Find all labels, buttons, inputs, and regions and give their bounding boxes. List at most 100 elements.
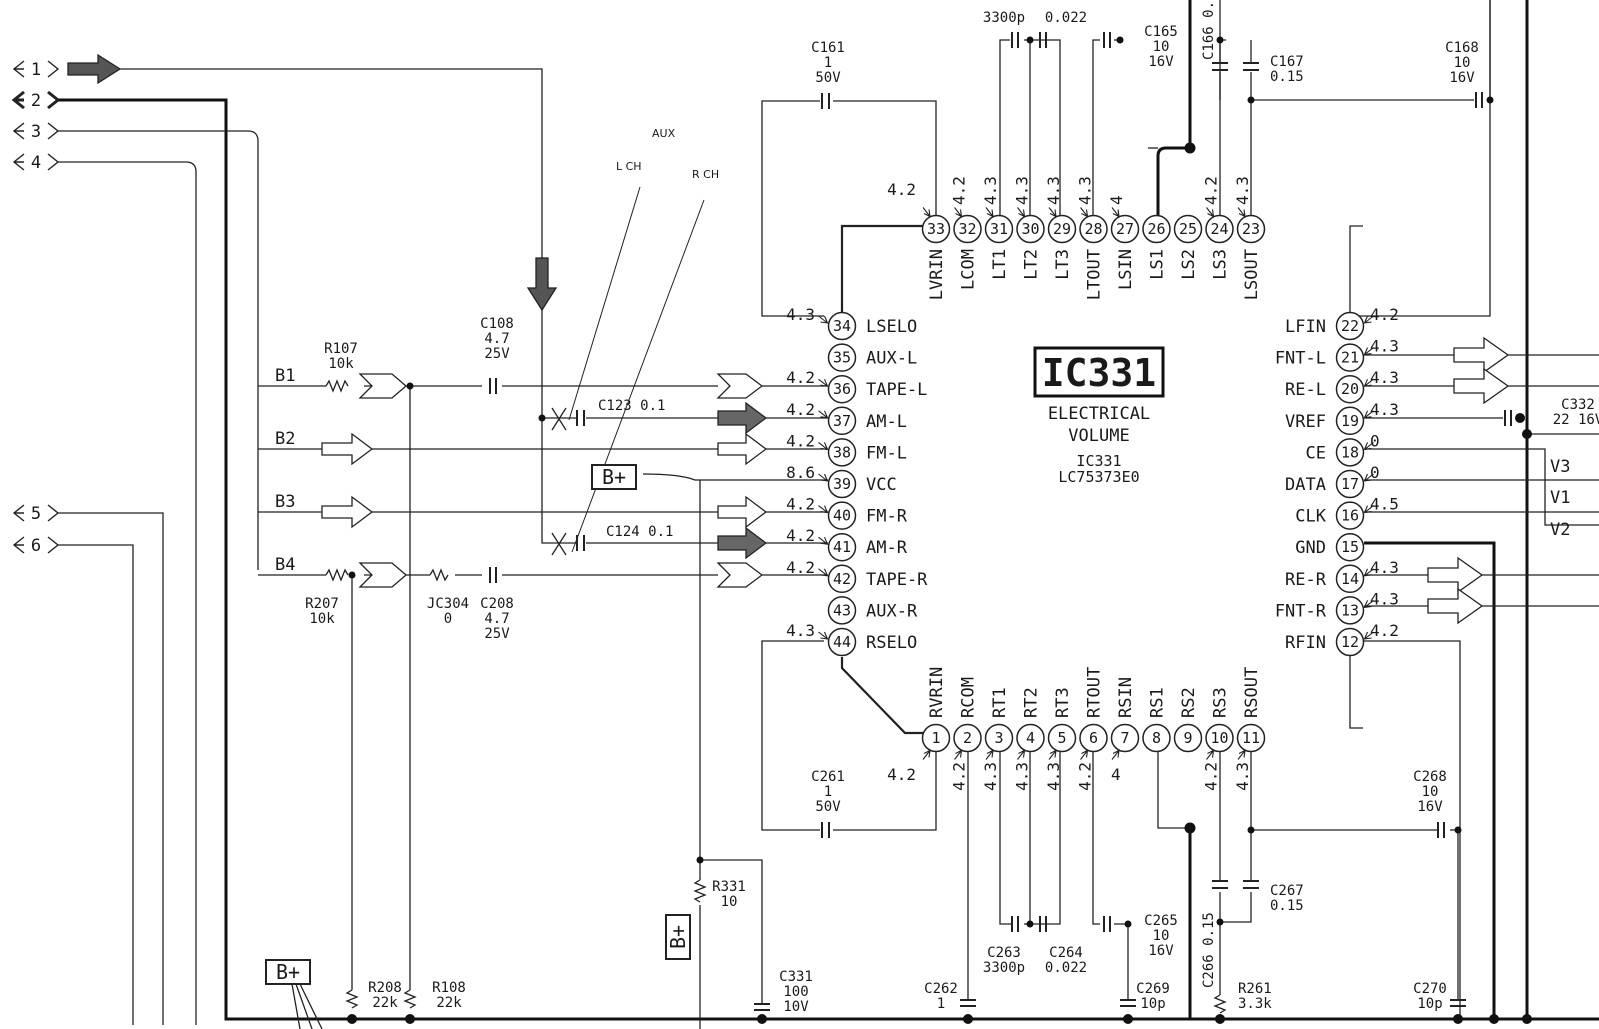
svg-text:2: 2	[963, 729, 972, 747]
pin-name: RTOUT	[1085, 667, 1105, 718]
svg-text:C266 0.15: C266 0.15	[1201, 912, 1217, 988]
svg-text:C161: C161	[811, 40, 845, 56]
pin-name: RE-R	[1285, 570, 1327, 590]
pin-name: LT2	[1022, 249, 1042, 280]
signal-arrows	[67, 53, 1510, 625]
svg-text:C268: C268	[1413, 769, 1447, 785]
pin-20: 20	[1335, 374, 1365, 404]
svg-text:4: 4	[1026, 729, 1035, 747]
pin-voltage: 4.3	[981, 762, 1000, 791]
pin-19: 19	[1335, 406, 1365, 436]
svg-text:B+: B+	[602, 465, 626, 489]
ic-subtitle-2: VOLUME	[1068, 426, 1129, 446]
net-label-v1: V1	[1550, 488, 1570, 508]
pin-name: RCOM	[959, 677, 979, 718]
pin-name: RE-L	[1285, 380, 1326, 400]
pin-voltage: 4	[1107, 195, 1126, 205]
svg-text:22: 22	[1341, 317, 1359, 335]
pin-18: 18	[1335, 438, 1365, 467]
pin-voltage: 8.6	[786, 463, 815, 482]
svg-text:14: 14	[1341, 570, 1359, 588]
pin-name: RSOUT	[1242, 667, 1262, 718]
svg-text:42: 42	[833, 570, 851, 588]
svg-text:0.15: 0.15	[1270, 69, 1304, 85]
label-c124: C124 0.1	[606, 524, 673, 540]
pin-name: RSIN	[1116, 677, 1136, 718]
svg-text:16V: 16V	[1148, 943, 1174, 959]
pin-name: GND	[1295, 538, 1326, 558]
pin-name: AM-R	[866, 538, 908, 558]
pin-name: RS2	[1179, 687, 1199, 718]
svg-text:12: 12	[1341, 633, 1359, 651]
svg-text:1: 1	[937, 996, 945, 1012]
pin-30: 30	[1016, 214, 1045, 244]
svg-text:44: 44	[833, 633, 851, 651]
label-c163: 3300p	[983, 10, 1025, 26]
pin-voltage: 0	[1370, 463, 1380, 482]
svg-text:17: 17	[1341, 475, 1359, 493]
svg-text:C165: C165	[1144, 24, 1178, 40]
pin-name: RT2	[1022, 687, 1042, 718]
svg-text:36: 36	[833, 380, 851, 398]
svg-text:26: 26	[1147, 220, 1165, 238]
svg-text:43: 43	[833, 601, 851, 619]
svg-text:3300p: 3300p	[983, 10, 1025, 26]
pin-name: LS3	[1211, 249, 1231, 280]
svg-text:10: 10	[1153, 928, 1170, 944]
pin-12: 12	[1335, 627, 1365, 657]
pin-42: 42	[827, 564, 857, 594]
label-c123: C123 0.1	[598, 398, 665, 414]
pin-voltage: 4.3	[1370, 337, 1399, 356]
svg-text:R331: R331	[712, 879, 746, 895]
svg-text:C270: C270	[1413, 981, 1447, 997]
svg-text:29: 29	[1053, 220, 1071, 238]
bus-label-b3: B3	[275, 492, 295, 512]
pin-voltage: 4.3	[1370, 558, 1399, 577]
ic-subtitle-1: ELECTRICAL	[1048, 404, 1150, 424]
svg-text:20: 20	[1341, 380, 1359, 398]
pin-39: 39	[827, 469, 857, 499]
svg-text:9: 9	[1183, 729, 1192, 747]
pin-voltage: 4	[1111, 765, 1121, 784]
pin-29: 29	[1047, 214, 1077, 244]
pin-name: LFIN	[1285, 317, 1326, 337]
svg-text:10: 10	[1422, 784, 1439, 800]
svg-text:10V: 10V	[783, 999, 809, 1015]
pin-voltage: 4.3	[1370, 589, 1399, 608]
ic-label-box	[1033, 346, 1165, 398]
pin-name: LCOM	[959, 249, 979, 290]
svg-text:22 16V: 22 16V	[1553, 412, 1599, 428]
svg-text:C264: C264	[1049, 945, 1083, 961]
pin-31: 31	[984, 214, 1014, 244]
component-labels: R10710kR20710kC1084.725VC2084.725VJC3040…	[305, 0, 1599, 1015]
svg-text:R208: R208	[368, 980, 402, 996]
svg-text:39: 39	[833, 475, 851, 493]
svg-text:3: 3	[994, 729, 1003, 747]
svg-text:22k: 22k	[372, 995, 398, 1011]
pin-name: LS1	[1148, 249, 1168, 280]
svg-text:25: 25	[1179, 220, 1197, 238]
pin-name: AUX-L	[866, 349, 917, 369]
